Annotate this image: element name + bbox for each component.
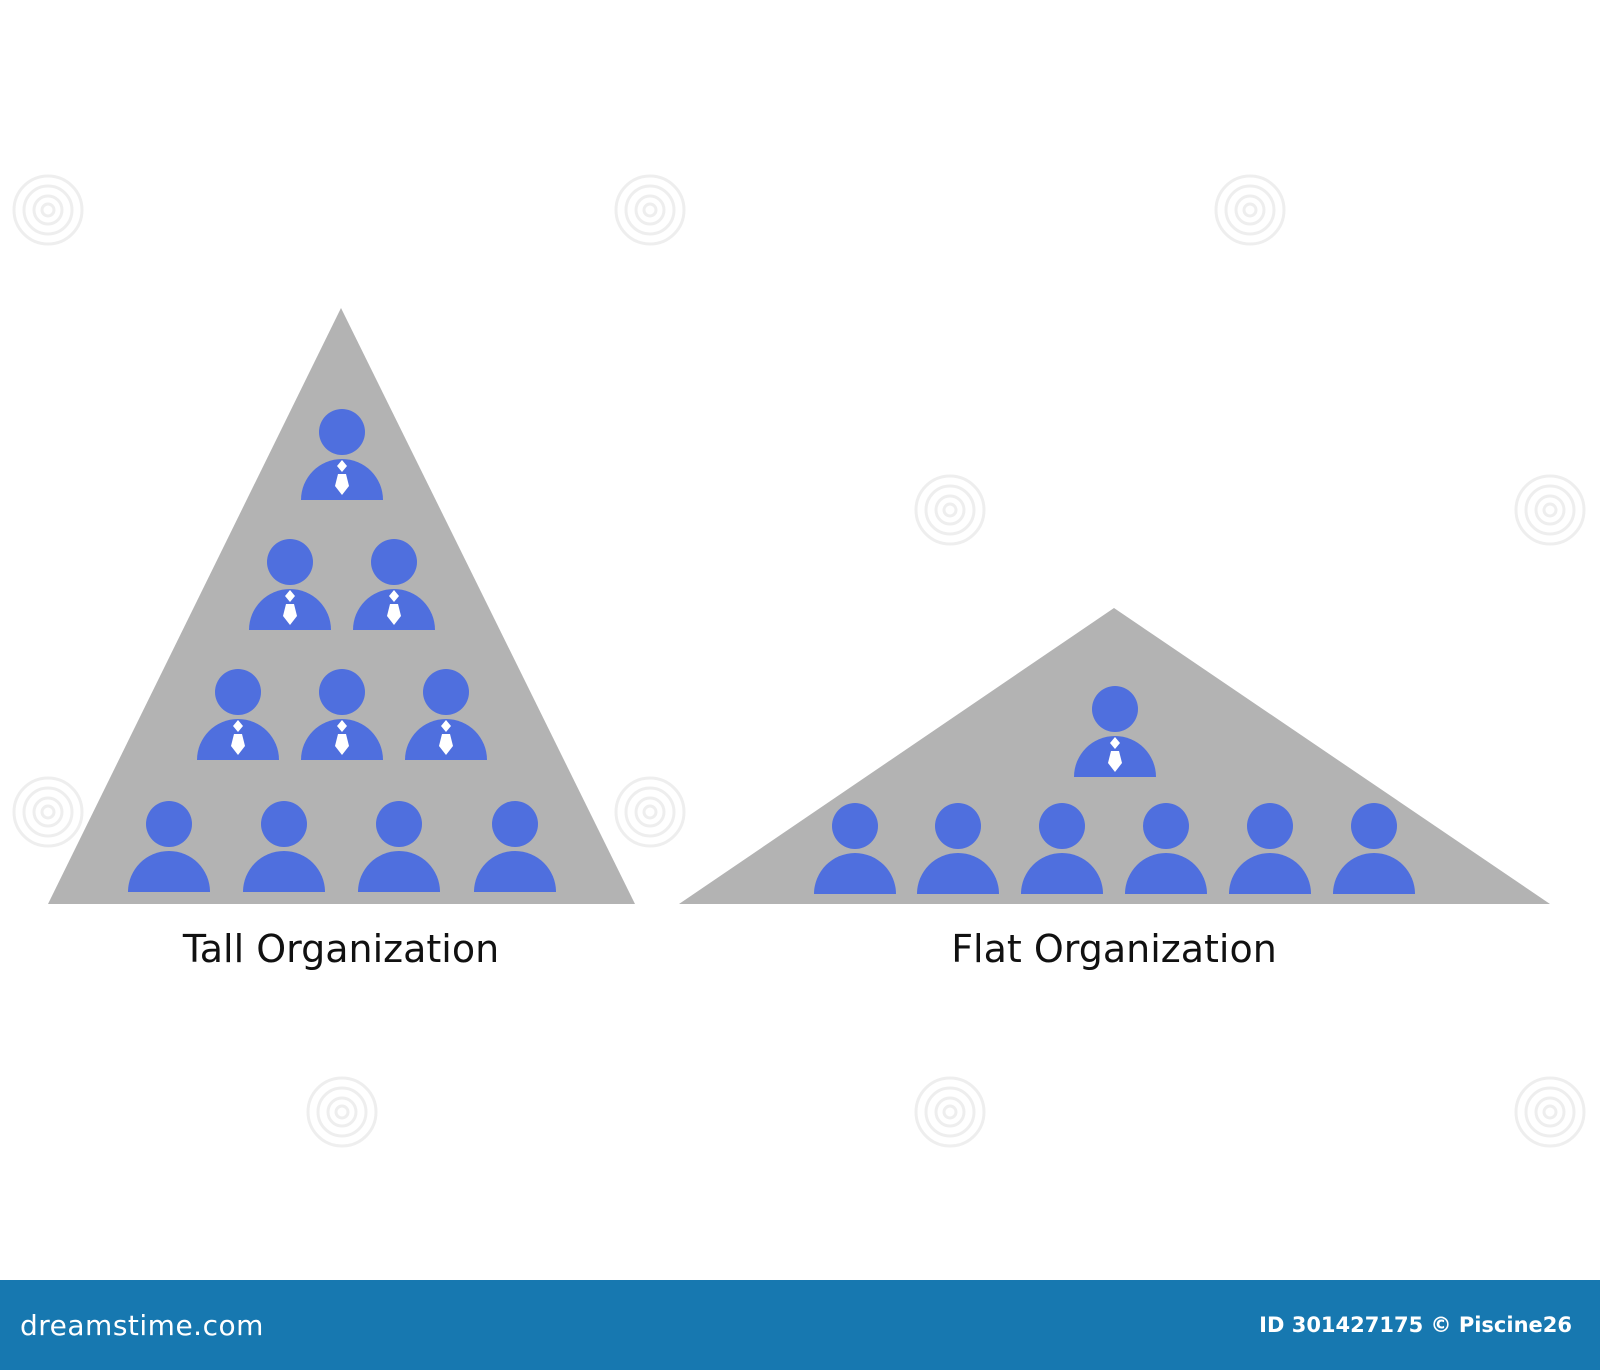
person-head: [261, 801, 307, 847]
person-icon: [243, 801, 325, 892]
person-body: [1125, 853, 1207, 894]
footer-bar: dreamstime.com ID 301427175 © Piscine26: [0, 1280, 1600, 1370]
person-with-tie-icon: [1074, 686, 1156, 777]
flat-people: [814, 686, 1415, 894]
tie-icon: [439, 720, 453, 755]
person-body: [1229, 853, 1311, 894]
person-with-tie-icon: [249, 539, 331, 630]
tall-people: [128, 409, 556, 892]
person-icon: [1229, 803, 1311, 894]
person-head: [319, 409, 365, 455]
person-with-tie-icon: [301, 409, 383, 500]
watermark-spiral-icon: [12, 776, 84, 848]
person-head: [935, 803, 981, 849]
tie-icon: [283, 590, 297, 625]
tall-pyramid: [48, 308, 635, 904]
person-icon: [474, 801, 556, 892]
person-head: [1039, 803, 1085, 849]
flat-organization-label: Flat Organization: [951, 927, 1277, 971]
tie-icon: [335, 720, 349, 755]
person-body: [917, 853, 999, 894]
watermark-spiral-icon: [1514, 1076, 1586, 1148]
tall-organization-label: Tall Organization: [182, 927, 499, 971]
brand-logo[interactable]: dreamstime.com: [20, 1308, 264, 1342]
person-body: [1333, 853, 1415, 894]
tie-icon: [231, 720, 245, 755]
image-credit: ID 301427175 © Piscine26: [1259, 1313, 1572, 1337]
person-head: [1351, 803, 1397, 849]
person-head: [319, 669, 365, 715]
tall-organization-group: Tall Organization: [48, 308, 635, 971]
person-icon: [1125, 803, 1207, 894]
watermark-spiral-icon: [914, 474, 986, 546]
person-body: [474, 851, 556, 892]
person-head: [1143, 803, 1189, 849]
person-head: [371, 539, 417, 585]
person-body: [128, 851, 210, 892]
person-head: [215, 669, 261, 715]
person-head: [492, 801, 538, 847]
watermark-spiral-icon: [306, 1076, 378, 1148]
watermark-spiral-icon: [1514, 474, 1586, 546]
watermark-spiral-icon: [1214, 174, 1286, 246]
person-icon: [917, 803, 999, 894]
watermark-spiral-icon: [614, 776, 686, 848]
person-body: [358, 851, 440, 892]
flat-organization-group: Flat Organization: [679, 608, 1550, 971]
person-body: [1021, 853, 1103, 894]
person-head: [146, 801, 192, 847]
watermark-spiral-icon: [914, 1076, 986, 1148]
person-head: [1247, 803, 1293, 849]
org-diagram: Tall Organization Flat Organization: [12, 174, 1586, 1148]
person-head: [267, 539, 313, 585]
person-icon: [814, 803, 896, 894]
person-icon: [1333, 803, 1415, 894]
person-with-tie-icon: [197, 669, 279, 760]
person-icon: [358, 801, 440, 892]
tie-icon: [1108, 737, 1122, 772]
tie-icon: [387, 590, 401, 625]
person-icon: [128, 801, 210, 892]
person-with-tie-icon: [353, 539, 435, 630]
person-icon: [1021, 803, 1103, 894]
person-head: [1092, 686, 1138, 732]
watermark-spiral-icon: [12, 174, 84, 246]
person-body: [243, 851, 325, 892]
person-head: [423, 669, 469, 715]
person-head: [376, 801, 422, 847]
watermark-spiral-icon: [614, 174, 686, 246]
person-with-tie-icon: [301, 669, 383, 760]
person-with-tie-icon: [405, 669, 487, 760]
tie-icon: [335, 460, 349, 495]
person-body: [814, 853, 896, 894]
person-head: [832, 803, 878, 849]
